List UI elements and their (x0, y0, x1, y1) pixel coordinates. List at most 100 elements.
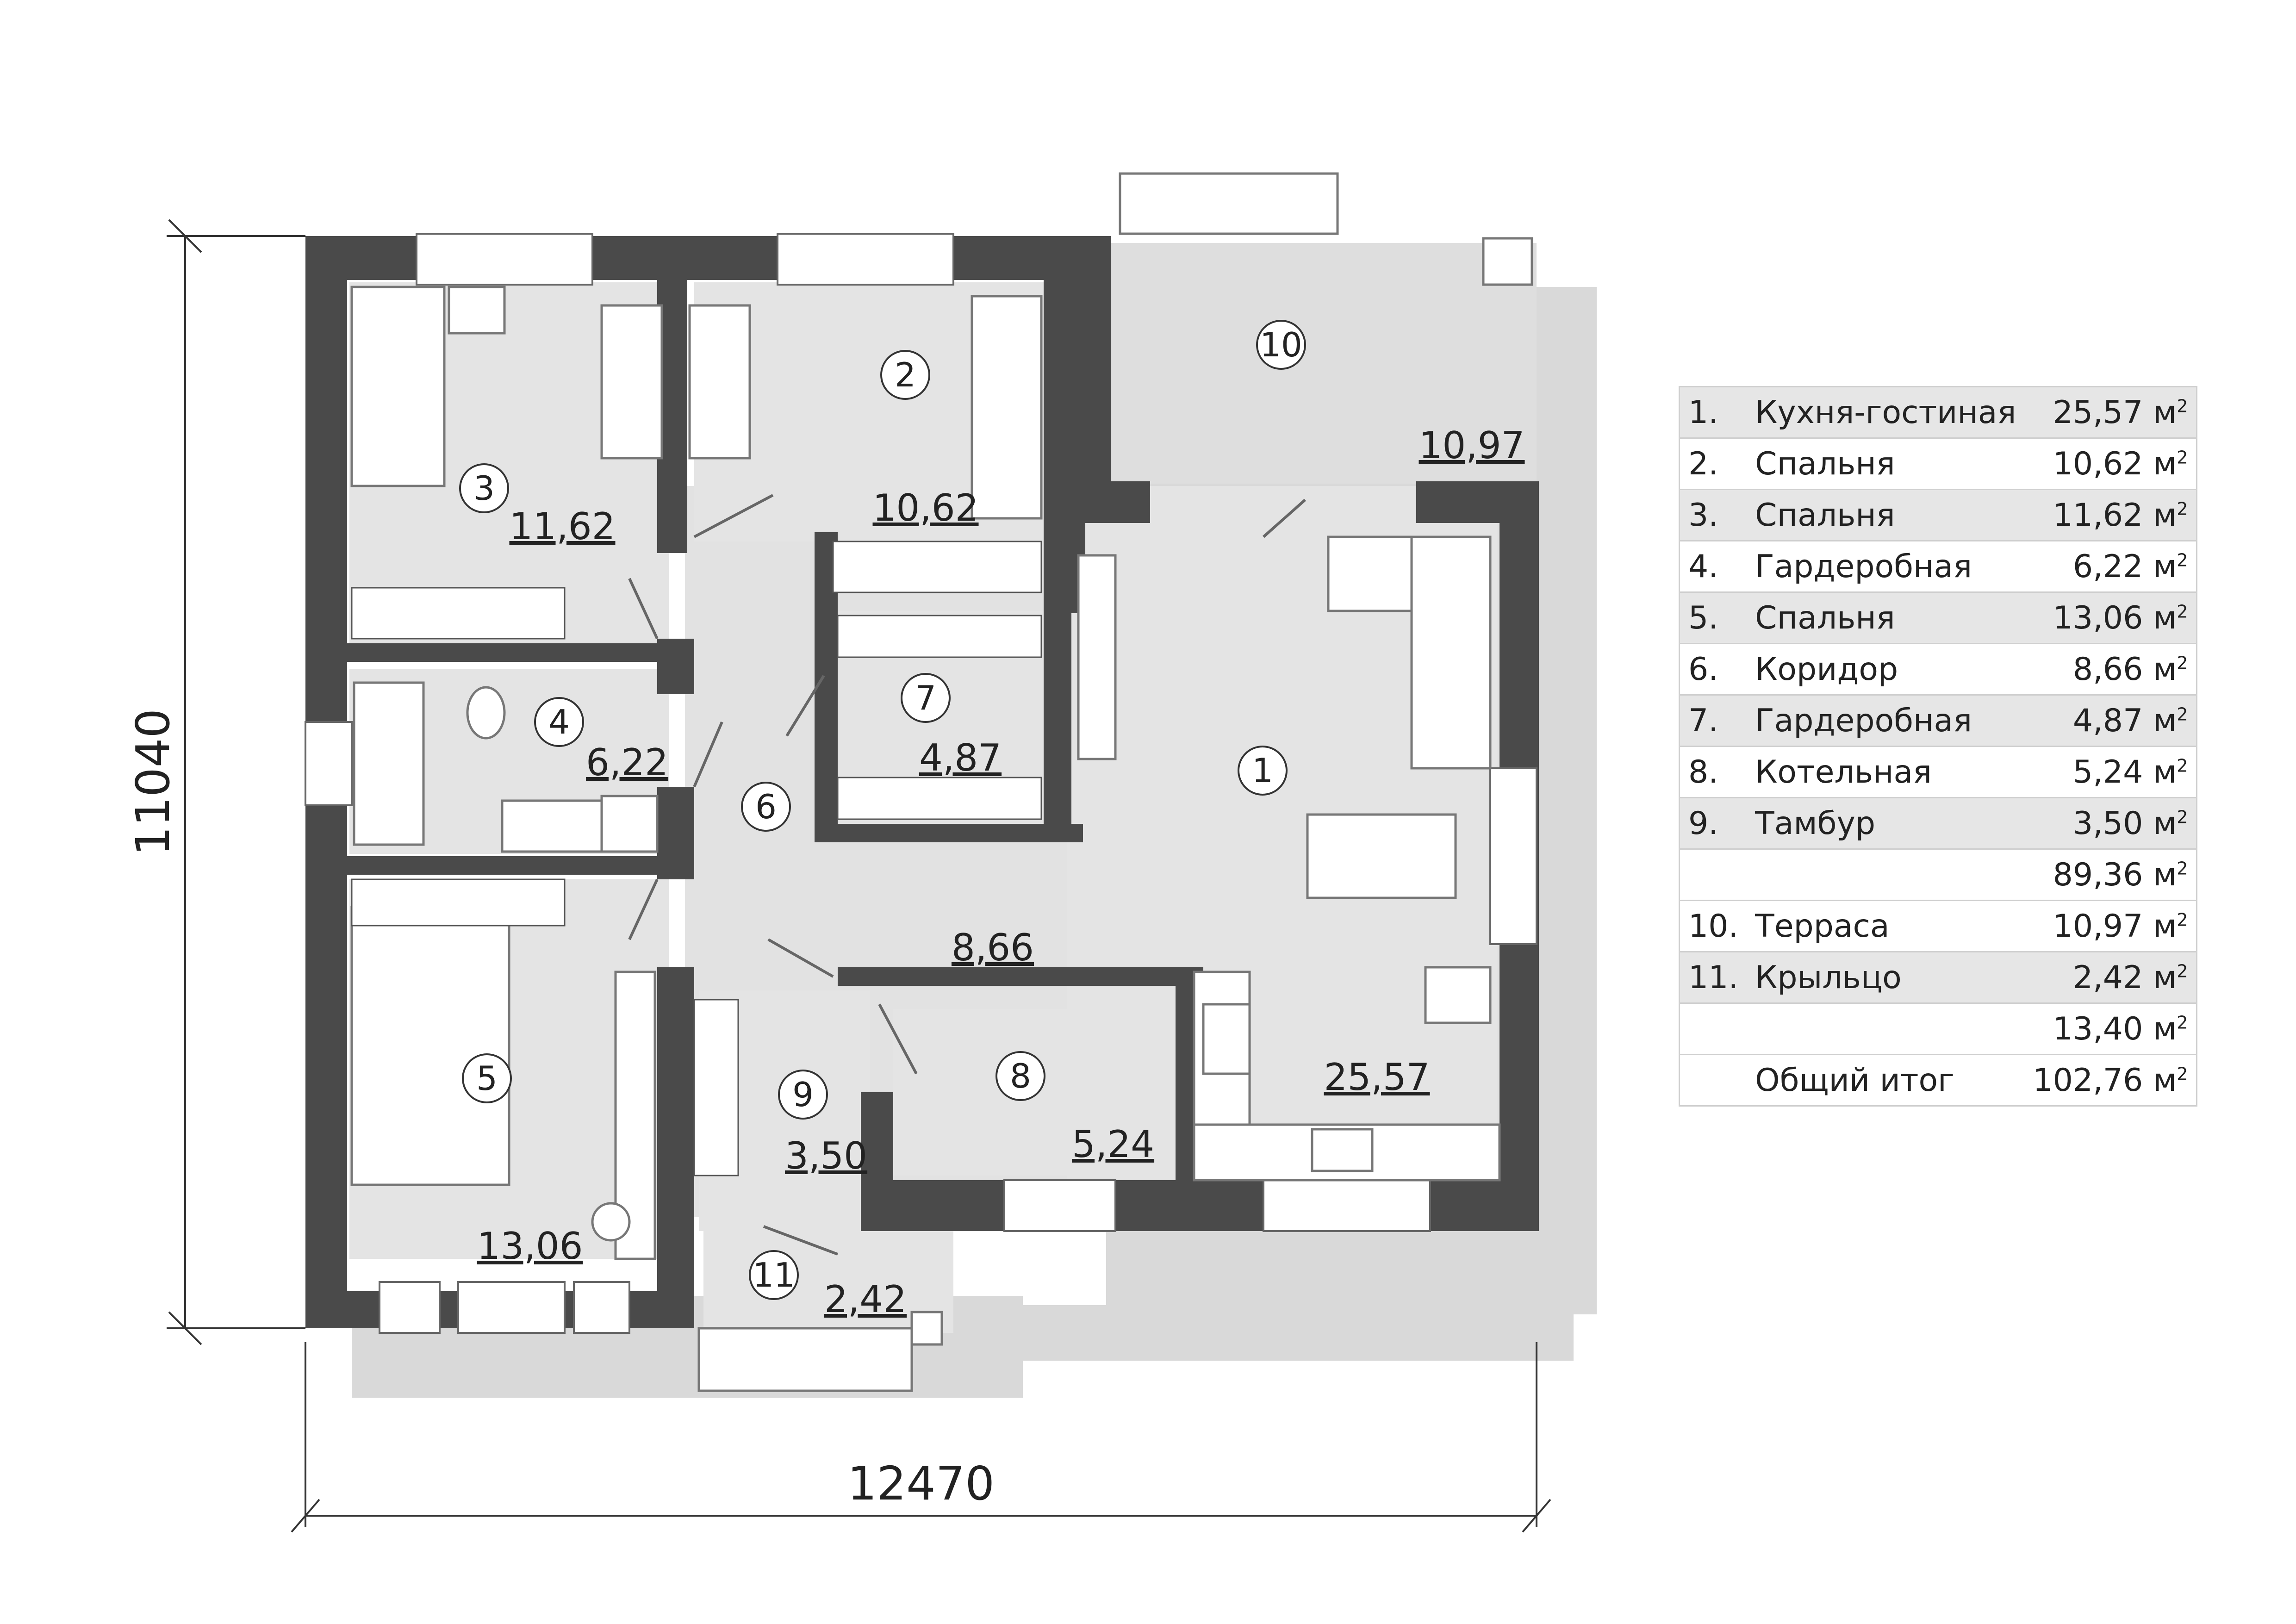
desk-3 (600, 304, 663, 460)
legend-unit: м (2153, 1010, 2177, 1047)
room-10-area: 10,97 (1419, 424, 1524, 467)
room-3-area: 11,62 (509, 505, 615, 548)
bed-3 (350, 286, 446, 487)
room-6-area: 8,66 (952, 926, 1034, 969)
legend-room-name: Терраса (1747, 900, 2025, 952)
legend-unit-superscript: 2 (2177, 806, 2188, 827)
fridge (1424, 966, 1492, 1024)
room-2-number: 2 (895, 355, 916, 394)
legend-index: 2. (1679, 438, 1747, 490)
legend-area-value: 6,22 м2 (2024, 541, 2197, 593)
legend-unit: м (2153, 497, 2177, 534)
room-7-area: 4,87 (919, 736, 1002, 779)
kitchen-sink (1311, 1128, 1374, 1172)
height-dimension: 11040 (126, 709, 180, 856)
legend-area-number: 89,36 (2053, 856, 2143, 893)
legend-room-name: Тамбур (1747, 797, 2025, 850)
legend-area-value: 10,62 м2 (2024, 438, 2197, 490)
legend-unit-superscript: 2 (2177, 549, 2188, 570)
room-10-number: 10 (1260, 325, 1302, 364)
legend-unit-superscript: 2 (2177, 652, 2188, 673)
desk-2 (688, 304, 751, 460)
room-5-area: 13,06 (477, 1225, 583, 1268)
legend-unit: м (2153, 959, 2177, 996)
legend-area-number: 3,50 (2072, 805, 2143, 842)
bed-5 (350, 906, 510, 1186)
room-2-area: 10,62 (872, 486, 978, 529)
legend-area-number: 4,87 (2072, 702, 2143, 739)
legend-index: 7. (1679, 695, 1747, 747)
legend-unit: м (2153, 702, 2177, 739)
legend-room-name: Гардеробная (1747, 541, 2025, 593)
legend-unit: м (2153, 1062, 2177, 1099)
legend-area-number: 25,57 (2053, 394, 2143, 431)
furniture (350, 172, 1533, 1392)
legend-area-value: 3,50 м2 (2024, 797, 2197, 850)
porch-steps (697, 1327, 913, 1392)
wardrobe-hatching (351, 541, 1042, 1176)
legend-unit: м (2153, 548, 2177, 585)
room-4-area: 6,22 (586, 741, 668, 784)
legend-row: 89,36 м2 (1679, 849, 2197, 901)
terrace-floor (1105, 243, 1537, 484)
legend-unit: м (2153, 394, 2177, 431)
legend-area-value: 5,24 м2 (2024, 746, 2197, 798)
legend-area-value: 8,66 м2 (2024, 643, 2197, 696)
legend-area-number: 11,62 (2053, 497, 2143, 534)
legend-area-number: 13,40 (2053, 1010, 2143, 1047)
room-11-area: 2,42 (824, 1278, 907, 1321)
legend-unit-superscript: 2 (2177, 960, 2188, 981)
legend-index: 11. (1679, 952, 1747, 1004)
legend-area-value: 13,40 м2 (2024, 1003, 2197, 1055)
tv-unit (1077, 554, 1117, 760)
legend-room-name: Спальня (1747, 438, 2025, 490)
legend-room-name: Коридор (1747, 643, 2025, 696)
windows (305, 233, 1537, 1334)
legend-room-name: Гардеробная (1747, 695, 2025, 747)
room-8-area: 5,24 (1072, 1123, 1154, 1166)
legend-unit-superscript: 2 (2177, 909, 2188, 930)
legend-unit: м (2153, 805, 2177, 842)
terrace-column (1482, 237, 1533, 286)
legend-index: 6. (1679, 643, 1747, 696)
legend-unit-superscript: 2 (2177, 395, 2188, 416)
cooktop (1202, 1003, 1251, 1075)
legend-area-number: 8,66 (2072, 651, 2143, 688)
legend-unit-superscript: 2 (2177, 498, 2188, 519)
room-5-number: 5 (476, 1059, 498, 1098)
dining-table (1306, 813, 1457, 899)
room-1-area: 25,57 (1324, 1056, 1430, 1099)
legend-area-number: 10,62 (2053, 445, 2143, 482)
legend-index: 8. (1679, 746, 1747, 798)
legend-unit: м (2153, 753, 2177, 790)
legend-unit-superscript: 2 (2177, 755, 2188, 776)
legend-index: 10. (1679, 900, 1747, 952)
room-9-area: 3,50 (785, 1134, 867, 1177)
legend-index: 9. (1679, 797, 1747, 850)
sofa-long (1410, 535, 1492, 770)
legend-area-number: 13,06 (2053, 599, 2143, 636)
legend-index: 1. (1679, 386, 1747, 439)
legend-unit: м (2153, 856, 2177, 893)
legend-area-number: 6,22 (2072, 548, 2143, 585)
legend-area-value: 102,76 м2 (2024, 1054, 2197, 1107)
sofa-2 (971, 295, 1043, 520)
legend-unit-superscript: 2 (2177, 1012, 2188, 1033)
legend-area-number: 10,97 (2053, 908, 2143, 945)
legend-index (1679, 1054, 1747, 1107)
room-4-number: 4 (548, 703, 570, 741)
legend-room-name (1747, 1003, 2025, 1055)
legend-area-value: 89,36 м2 (2024, 849, 2197, 901)
legend-index: 3. (1679, 489, 1747, 541)
